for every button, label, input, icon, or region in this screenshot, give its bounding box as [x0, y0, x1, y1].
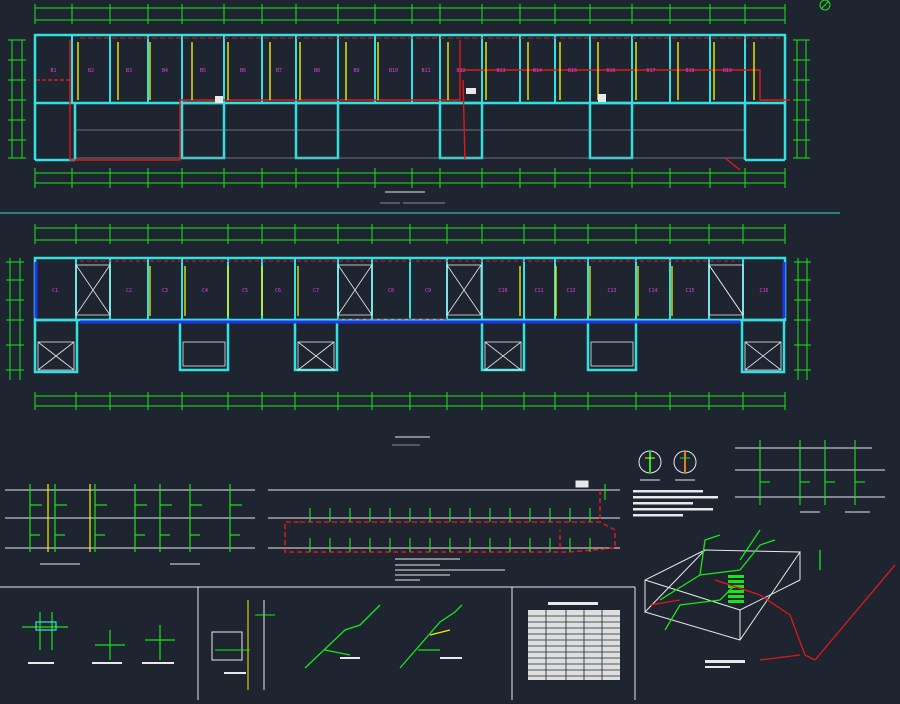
- detail-fixtures-left: [22, 612, 175, 660]
- plan1-risers: [77, 42, 755, 100]
- iso-box-outline: [644, 549, 801, 641]
- plan1-room-labels: B1 B2 B3 B4 B5 B6 B7 B8 B9 B10 B11 B12 B13 B14 B15 B16 B…: [50, 68, 732, 74]
- room-label: C6: [275, 288, 281, 294]
- room-label: B18: [685, 68, 694, 74]
- room-label: B10: [389, 68, 398, 74]
- plan2-dimension-ticks: [6, 224, 811, 410]
- riser-mid-notes: [395, 480, 589, 581]
- plan1-partitions: [71, 35, 746, 103]
- room-label: B19: [723, 68, 732, 74]
- room-label: B5: [200, 68, 206, 74]
- room-label: B1: [50, 68, 56, 74]
- north-compass-icon: [819, 0, 831, 11]
- room-label: B12: [456, 68, 465, 74]
- pipe-symbol-legend: [638, 450, 697, 481]
- room-label: B7: [276, 68, 282, 74]
- riser-diagram-middle: [268, 480, 620, 581]
- room-label: B11: [421, 68, 430, 74]
- note-text-line: [633, 496, 718, 499]
- isometric-piping-diagram: [644, 529, 896, 668]
- note-text-line: [633, 490, 703, 493]
- plan2-risers: [149, 266, 673, 316]
- room-label: B8: [314, 68, 320, 74]
- detail-sheet-frame: [0, 586, 636, 700]
- legend-symbol-green: [638, 450, 662, 474]
- plan2-room-labels: C1 C2 C3 C4 C5 C6 C7 C8 C9 C10 C11 C12 C13 C14 C15 C16: [52, 288, 769, 294]
- room-label: B15: [568, 68, 577, 74]
- plan1-walls: [33, 33, 787, 162]
- detail-frame-borders: [0, 586, 636, 700]
- iso-red-pipes: [649, 564, 896, 661]
- plan1-corridor: [75, 129, 745, 159]
- legend-symbol-orange: [673, 450, 697, 474]
- room-label: B4: [162, 68, 168, 74]
- plan1-fixtures: [215, 88, 606, 103]
- room-label: C13: [607, 288, 616, 294]
- iso-green-pipes: [659, 529, 821, 631]
- room-label: C2: [126, 288, 132, 294]
- room-label: C8: [388, 288, 394, 294]
- room-label: C12: [566, 288, 575, 294]
- detail-isometric-pipes: [304, 604, 463, 669]
- room-label: B16: [606, 68, 615, 74]
- room-label: B9: [353, 68, 359, 74]
- plan2-title-block: [392, 436, 430, 446]
- floor-plan-2: C1 C2 C3 C4 C5 C6 C7 C8 C9 C10 C11 C12 C13 C14 C15 C16: [6, 224, 811, 446]
- room-label: B17: [646, 68, 655, 74]
- room-label: C14: [648, 288, 657, 294]
- room-label: C15: [685, 288, 694, 294]
- iso-caption: [705, 660, 745, 668]
- plan2-stairs: [37, 264, 782, 371]
- room-label: C10: [498, 288, 507, 294]
- detail-captions-left: [28, 662, 174, 664]
- room-label: B13: [496, 68, 505, 74]
- room-label: C11: [534, 288, 543, 294]
- plan1-title-block: [380, 191, 445, 204]
- plan1-drain-pipes: [36, 40, 790, 171]
- riser-diagram-right: [735, 440, 885, 513]
- note-text-line: [633, 508, 713, 511]
- plan2-blue-walls: [34, 262, 786, 324]
- design-notes-text-block: [633, 490, 718, 517]
- riser-mid-floor-lines: [268, 489, 620, 549]
- note-text-line: [633, 502, 693, 505]
- room-label: C7: [313, 288, 319, 294]
- riser-mid-pipes: [309, 484, 606, 552]
- material-schedule-table: [528, 602, 620, 680]
- riser-left-floor-lines: [5, 489, 255, 549]
- note-text-line: [633, 514, 683, 517]
- room-label: B14: [533, 68, 542, 74]
- room-label: C5: [242, 288, 248, 294]
- room-label: C1: [52, 288, 58, 294]
- riser-left-pipes: [29, 484, 242, 552]
- floor-plan-1: B1 B2 B3 B4 B5 B6 B7 B8 B9 B10 B11 B12 B13 B14 B15 B16 B…: [8, 0, 831, 204]
- detail-section-mid: [211, 600, 275, 690]
- room-label: C3: [162, 288, 168, 294]
- room-label: B2: [88, 68, 94, 74]
- room-label: B6: [240, 68, 246, 74]
- plan1-dimension-ticks: [8, 4, 810, 188]
- room-label: C4: [202, 288, 208, 294]
- riser-diagram-left: [5, 484, 255, 565]
- detail-captions-mid: [224, 657, 462, 674]
- plan2-supply-pipes: [80, 260, 740, 320]
- room-label: C16: [759, 288, 768, 294]
- room-label: C9: [425, 288, 431, 294]
- riser-right-pipes: [759, 440, 865, 505]
- room-label: B3: [126, 68, 132, 74]
